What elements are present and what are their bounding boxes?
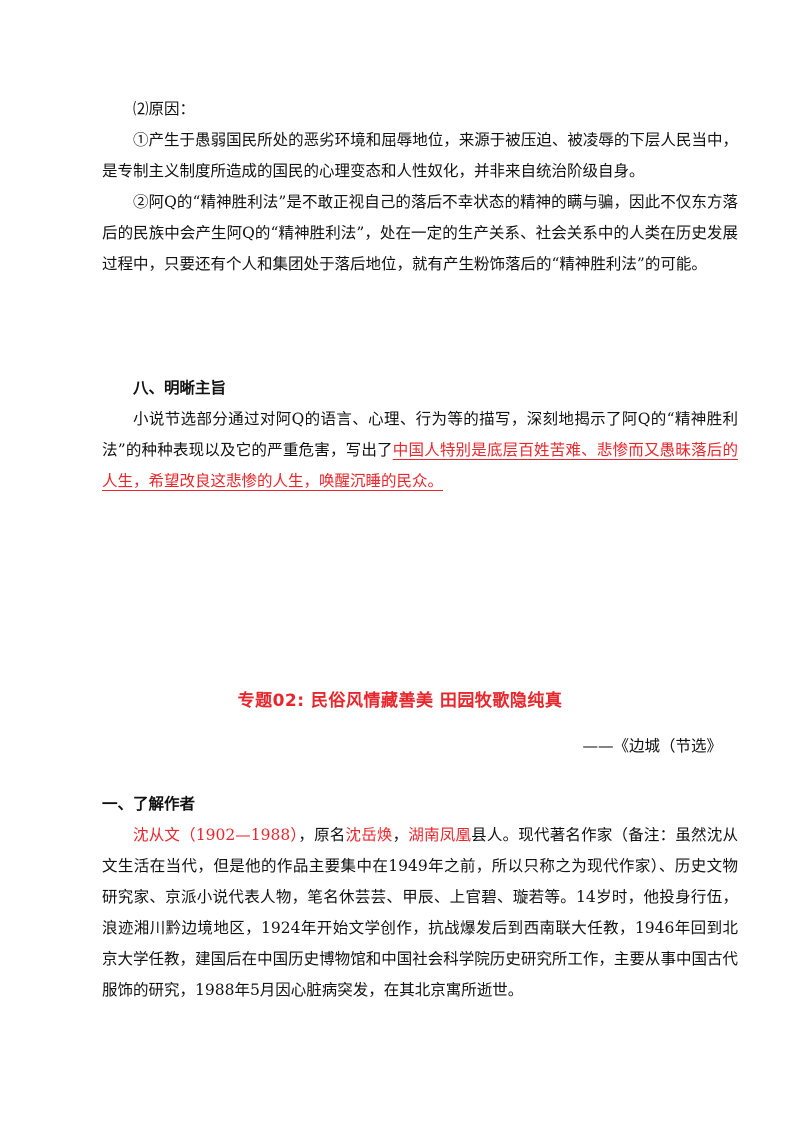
theme-section: 八、明晰主旨 小说节选部分通过对阿Q的语言、心理、行为等的描写，深刻地揭示了阿Q… — [102, 373, 738, 497]
reason-item-1: ①产生于愚弱国民所处的恶劣环境和屈辱地位，来源于被压迫、被凌辱的下层人民当中，是… — [102, 131, 738, 180]
reason-item-2: ②阿Q的“精神胜利法”是不敢正视自己的落后不幸状态的精神的瞒与骗，因此不仅东方落… — [102, 193, 738, 273]
reason-heading: ⑵原因： — [133, 100, 196, 118]
author-name: 沈从文（1902—1988） — [133, 826, 299, 844]
author-text-3: 县人。现代著名作家（备注：虽然沈从文生活在当代，但是他的作品主要集中在1949年… — [102, 826, 738, 999]
author-original-name: 沈岳焕 — [345, 826, 393, 844]
topic-subtitle: ——《边城（节选》 — [582, 737, 722, 755]
theme-text: 小说节选部分通过对阿Q的语言、心理、行为等的描写，深刻地揭示了阿Q的“精神胜利法… — [102, 410, 738, 459]
reason-section: ⑵原因： ①产生于愚弱国民所处的恶劣环境和屈辱地位，来源于被压迫、被凌辱的下层人… — [102, 94, 738, 280]
topic-title: 专题02: 民俗风情藏善美 田园牧歌隐纯真 — [237, 691, 563, 711]
author-section: 一、了解作者 沈从文（1902—1988），原名沈岳焕，湖南凤凰县人。现代著名作… — [102, 789, 738, 1006]
theme-highlight: 中国人特别是底层百姓苦难、悲惨而又愚昧落后的人生，希望改良这悲惨的人生，唤醒沉睡… — [102, 441, 738, 490]
author-paragraph: 沈从文（1902—1988），原名沈岳焕，湖南凤凰县人。现代著名作家（备注：虽然… — [102, 820, 738, 1006]
author-text-2: ， — [392, 826, 409, 844]
theme-heading: 八、明晰主旨 — [133, 379, 227, 397]
author-hometown: 湖南凤凰 — [408, 826, 472, 844]
theme-paragraph: 小说节选部分通过对阿Q的语言、心理、行为等的描写，深刻地揭示了阿Q的“精神胜利法… — [102, 404, 738, 497]
author-heading: 一、了解作者 — [102, 795, 196, 813]
author-text-1: ，原名 — [298, 826, 346, 844]
